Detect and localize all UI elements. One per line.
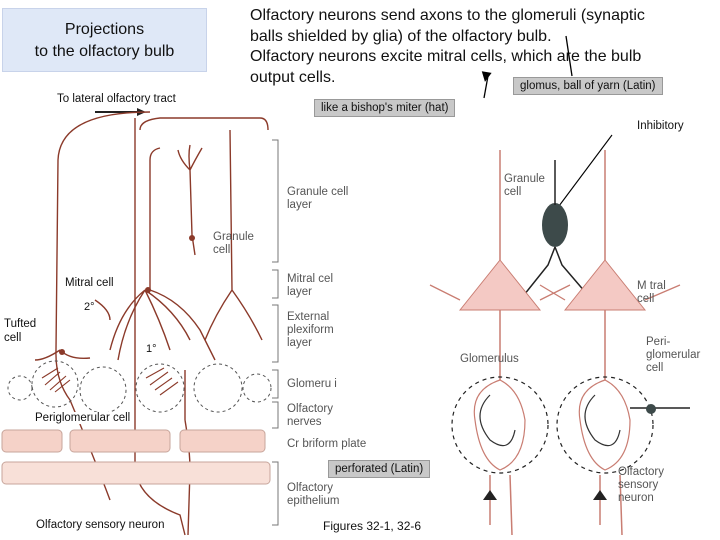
label-tufted-cell: Tufted cell bbox=[4, 317, 37, 345]
right-mitral-2 bbox=[563, 259, 647, 311]
label-lateral-tract: To lateral olfactory tract bbox=[57, 93, 176, 105]
label-mitral-layer: Mitral cel layer bbox=[287, 273, 334, 298]
inhibitory-pointer bbox=[555, 134, 613, 211]
label-secondary: 2° bbox=[84, 301, 95, 313]
description: Olfactory neurons send axons to the glom… bbox=[250, 6, 720, 88]
description-line-1: Olfactory neurons send axons to the glom… bbox=[250, 7, 645, 24]
right-glomeruli bbox=[451, 376, 654, 474]
label-periglomerular-cell: Periglomerular cell bbox=[35, 412, 131, 424]
left-neurons bbox=[34, 111, 269, 536]
label-periglomerular-right: Peri- glomerular cell bbox=[646, 336, 701, 374]
label-olfactory-nerves: Olfactory nerves bbox=[287, 403, 334, 428]
granule-soma bbox=[189, 235, 195, 241]
label-mitral-cell-right: M tral cell bbox=[637, 280, 666, 305]
mitral-soma bbox=[145, 287, 151, 293]
note-perforated: perforated (Latin) bbox=[328, 460, 431, 478]
right-cells bbox=[429, 150, 681, 380]
tufted-soma bbox=[59, 349, 65, 355]
miter-pointer-line bbox=[483, 75, 489, 99]
right-mitral-1 bbox=[458, 259, 542, 311]
note-miter: like a bishop's miter (hat) bbox=[314, 99, 456, 117]
description-line-2: balls shielded by glia) of the olfactory… bbox=[250, 27, 552, 45]
title-line-1: Projections bbox=[64, 21, 145, 38]
label-glomerulus: Glomerulus bbox=[460, 353, 519, 365]
layer-brackets bbox=[272, 139, 279, 526]
label-olfactory-sensory-neuron: Olfactory sensory neuron bbox=[36, 519, 165, 531]
label-granule-cell-right: Granule cell bbox=[504, 173, 545, 198]
label-granule-layer: Granule cell layer bbox=[287, 186, 349, 211]
label-mitral-cell: Mitral cell bbox=[65, 277, 114, 289]
label-primary: 1° bbox=[146, 343, 157, 355]
glomeruli-tufts bbox=[41, 367, 179, 396]
miter-pointer-head bbox=[481, 71, 492, 82]
figures-caption: Figures 32-1, 32-6 bbox=[323, 519, 422, 533]
left-glomeruli bbox=[7, 360, 272, 414]
glomus-pointer-line bbox=[565, 35, 573, 77]
label-cribriform-plate: Cr briform plate bbox=[287, 438, 367, 450]
label-glomeruli: Glomeru i bbox=[287, 378, 337, 390]
description-line-3: Olfactory neurons excite mitral cells, w… bbox=[250, 48, 642, 65]
right-granule-soma bbox=[542, 203, 568, 247]
note-glomus: glomus, ball of yarn (Latin) bbox=[513, 77, 663, 95]
label-external-plexiform: External plexiform layer bbox=[287, 311, 334, 349]
cribriform-left bbox=[1, 429, 271, 485]
label-inhibitory: Inhibitory bbox=[637, 120, 684, 132]
right-periglomerular-soma bbox=[646, 404, 656, 414]
description-line-4: output cells. bbox=[250, 68, 336, 86]
title-box: Projections to the olfactory bulb bbox=[2, 8, 207, 72]
label-sensory-neuron-right: Olfactory sensory neuron bbox=[618, 466, 665, 504]
title-line-2: to the olfactory bulb bbox=[34, 43, 175, 60]
right-arrows bbox=[483, 490, 607, 500]
right-sensory-axons bbox=[489, 474, 623, 536]
label-olfactory-epithelium: Olfactory epithelium bbox=[287, 482, 340, 507]
label-granule-cell-left: Granule cell bbox=[213, 231, 254, 256]
